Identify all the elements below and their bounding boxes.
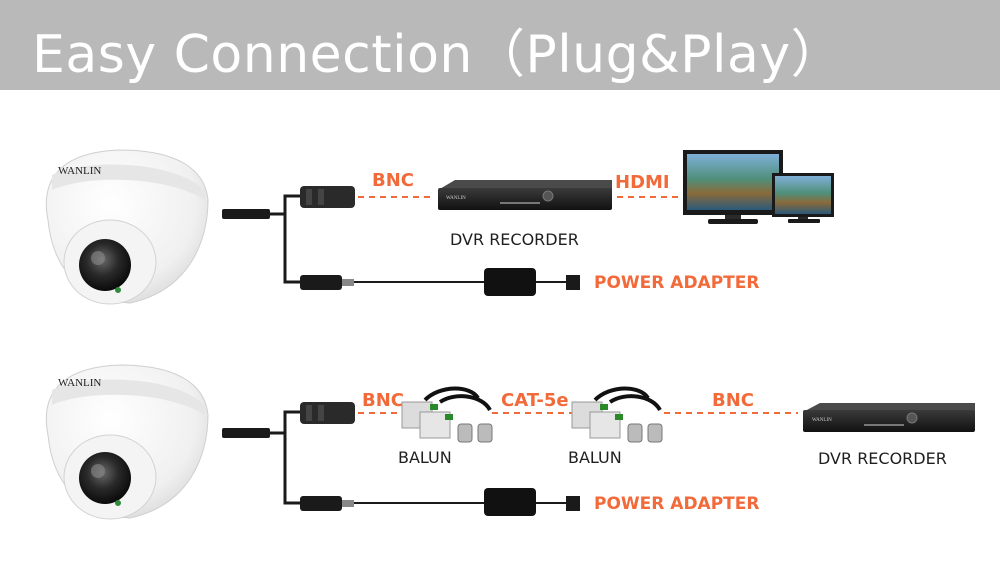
dome-camera-2: WANLIN — [45, 364, 209, 520]
header-banner: Easy Connection（Plug&Play） — [0, 0, 1000, 90]
power-plug — [300, 275, 354, 290]
power-plug-2 — [300, 496, 354, 511]
dvr-label: DVR RECORDER — [450, 230, 579, 249]
pigtail-cable — [222, 209, 270, 219]
bnc-label-2: BNC — [362, 390, 404, 411]
dome-camera: WANLIN — [45, 149, 209, 305]
monitor-small — [772, 173, 834, 223]
hdmi-label: HDMI — [615, 172, 670, 193]
bnc-label-3: BNC — [712, 390, 754, 411]
balun-2 — [571, 386, 663, 443]
power-adapter-box — [484, 268, 536, 296]
monitor — [683, 150, 783, 224]
svg-text:WANLIN: WANLIN — [446, 196, 466, 201]
power-adapter-box-2 — [484, 488, 536, 516]
camera-brand: WANLIN — [58, 165, 101, 177]
balun-label-1: BALUN — [398, 448, 452, 467]
bnc-connector — [300, 186, 355, 208]
bnc-connector-2 — [300, 402, 355, 424]
camera-brand-2: WANLIN — [58, 377, 101, 389]
balun-label-2: BALUN — [568, 448, 622, 467]
power-adapter-label-2: POWER ADAPTER — [594, 494, 759, 514]
dvr-recorder: WANLIN — [438, 180, 612, 210]
cat5e-label: CAT-5e — [501, 390, 569, 411]
pigtail-cable-2 — [222, 428, 270, 438]
svg-text:WANLIN: WANLIN — [812, 418, 832, 423]
connection-diagram: WANLIN BNC WANLIN DVR RECORDER HDMI — [45, 149, 975, 520]
balun-1 — [401, 386, 493, 443]
bnc-label: BNC — [372, 170, 414, 191]
power-adapter-label: POWER ADAPTER — [594, 273, 759, 293]
dvr-label-2: DVR RECORDER — [818, 449, 947, 468]
camera-lens — [79, 239, 131, 291]
camera-lens-2 — [79, 452, 131, 504]
dvr-recorder-2: WANLIN — [803, 403, 975, 432]
page-title: Easy Connection（Plug&Play） — [32, 25, 844, 85]
